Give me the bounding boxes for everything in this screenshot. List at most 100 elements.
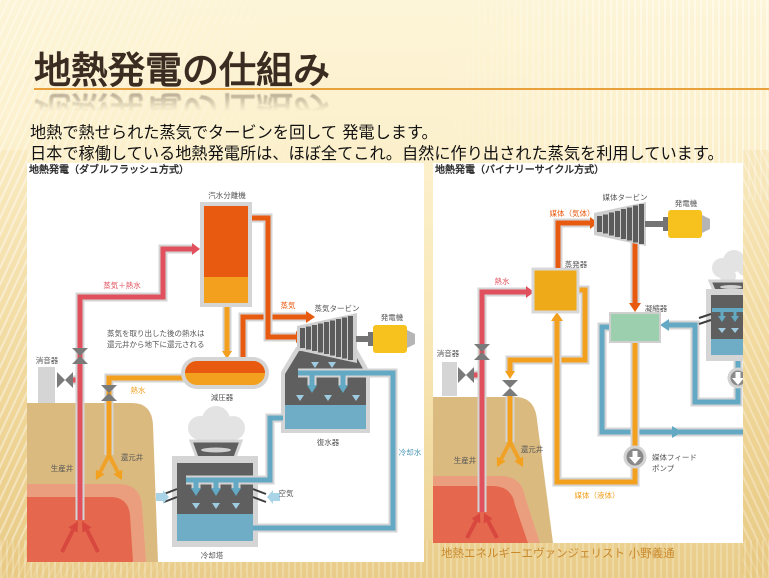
tower-water bbox=[711, 339, 743, 355]
silencer bbox=[38, 367, 80, 403]
arrow-head-icon bbox=[731, 316, 739, 322]
valve-half bbox=[502, 380, 518, 388]
arrow-head-icon bbox=[672, 426, 682, 438]
mist-arrow-icon bbox=[192, 503, 200, 509]
silencer-body bbox=[442, 362, 457, 396]
label-production-well: 生産井 bbox=[51, 463, 74, 473]
cooling-water-loop bbox=[186, 368, 398, 533]
slide-title: 地熱発電の仕組み bbox=[34, 49, 330, 92]
magma-reservoir bbox=[433, 486, 528, 543]
cooling-water-return-pipe bbox=[186, 415, 283, 483]
label-feed-pump: 媒体フィード bbox=[652, 452, 697, 462]
valve-half bbox=[72, 356, 88, 364]
arrow-head-icon bbox=[211, 488, 221, 496]
label-air: 空気 bbox=[279, 488, 294, 498]
double-flash-diagram: 汽水分離機 蒸気＋熱水 蒸気 蒸気タービン 発電機 蒸気を取り出した後の熱水は … bbox=[27, 190, 422, 562]
diagram-title: 地熱発電（ダブルフラッシュ方式） bbox=[29, 165, 189, 176]
exhaust-arrow-icon bbox=[311, 362, 319, 368]
generator-flange bbox=[663, 217, 668, 231]
mist-arrow-icon bbox=[212, 503, 220, 509]
label-hot-water: 熱水 bbox=[131, 385, 146, 395]
arrow-head-icon bbox=[192, 243, 200, 255]
valve-half bbox=[474, 352, 490, 360]
turbine-blade bbox=[627, 207, 632, 241]
label-flash-tank: 減圧器 bbox=[211, 392, 234, 402]
arrow-head-icon bbox=[191, 488, 201, 496]
valve-icon bbox=[57, 372, 73, 388]
label-silencer: 消音器 bbox=[36, 355, 59, 365]
label-generator: 発電機 bbox=[675, 198, 698, 208]
arrow-head-icon bbox=[514, 456, 524, 467]
cooling-water-supply-pipe bbox=[669, 322, 741, 405]
diagram-labels: 汽水分離機 蒸気＋熱水 蒸気 蒸気タービン 発電機 蒸気を取り出した後の熱水は … bbox=[36, 190, 422, 560]
condenser-water bbox=[285, 405, 366, 429]
arrow-head-icon bbox=[82, 521, 92, 533]
arrow-head-icon bbox=[307, 385, 317, 393]
turbine-blade bbox=[609, 212, 614, 236]
mist-arrow-icon bbox=[296, 395, 304, 401]
turbine-blade bbox=[330, 320, 335, 356]
turbine-blade bbox=[348, 316, 353, 360]
pump-arrow-icon bbox=[732, 372, 743, 385]
heat-arrow-shaft bbox=[465, 520, 478, 539]
title-underline bbox=[34, 88, 769, 90]
generator-body bbox=[668, 210, 702, 238]
flash-steam-pipe bbox=[238, 311, 315, 357]
turbine-exhaust-pipe bbox=[629, 242, 641, 312]
reinjection-arrow-shaft bbox=[98, 454, 111, 473]
label-steam-water: 蒸気＋熱水 bbox=[103, 280, 141, 290]
arrow-head-icon bbox=[483, 513, 493, 524]
arrow-head-icon bbox=[306, 311, 315, 323]
label-medium-turbine: 媒体タービン bbox=[603, 192, 648, 202]
exhaust-arrow-icon bbox=[328, 362, 336, 368]
turbine-blade bbox=[603, 214, 608, 234]
flash-tank bbox=[181, 357, 269, 389]
tower-water bbox=[177, 514, 253, 541]
valve-half bbox=[72, 348, 88, 356]
liquid-medium-pipe bbox=[551, 312, 640, 487]
reinjection-pipe bbox=[95, 373, 186, 480]
condenser-interior bbox=[285, 351, 366, 405]
pipe-casing bbox=[552, 321, 640, 487]
generator-flange bbox=[368, 332, 373, 346]
steam-water-pipe bbox=[77, 246, 192, 520]
turbine-blade bbox=[318, 323, 323, 353]
evaporator bbox=[531, 267, 580, 314]
label-production-well: 生産井 bbox=[454, 455, 477, 465]
fan-icon bbox=[201, 447, 231, 453]
steam-pipe bbox=[252, 215, 296, 340]
louver bbox=[698, 313, 712, 319]
underground-cross-section bbox=[433, 397, 553, 543]
label-hot-water: 熱水 bbox=[495, 276, 510, 286]
label-steam-turbine: 蒸気タービン bbox=[315, 303, 360, 313]
valve-icon bbox=[72, 348, 88, 364]
turbine-blade bbox=[615, 211, 620, 237]
arrow-head-icon bbox=[68, 521, 78, 533]
cooling-water-pump-icon bbox=[727, 367, 743, 389]
reinjection-arrow-shaft bbox=[499, 441, 512, 460]
production-well-pipe bbox=[72, 243, 200, 520]
background-margin-left bbox=[0, 150, 27, 578]
pump-arrow-icon bbox=[629, 451, 641, 464]
valve-half bbox=[101, 393, 117, 401]
generator bbox=[645, 210, 710, 238]
label-condenser: 復水器 bbox=[317, 437, 340, 447]
hot-water-pipe bbox=[507, 287, 588, 372]
valve-half bbox=[458, 367, 466, 383]
valve-half bbox=[57, 372, 65, 388]
mist-arrow-icon bbox=[731, 328, 739, 333]
medium-gas-pipe bbox=[555, 220, 590, 268]
fan-icon bbox=[720, 285, 742, 289]
label-steam: 蒸気 bbox=[281, 300, 296, 310]
arrow-head-icon bbox=[222, 351, 232, 359]
heat-arrow-shaft bbox=[85, 529, 100, 553]
steam-turbine bbox=[297, 313, 357, 363]
arrow-head-icon bbox=[231, 488, 241, 496]
arrow-head-icon bbox=[505, 371, 515, 379]
arrow-head-icon bbox=[95, 469, 105, 480]
diagram-title: 地熱発電（バイナリーサイクル方式） bbox=[435, 165, 605, 176]
generator-shaft bbox=[356, 336, 368, 342]
evaporator-body bbox=[531, 267, 580, 314]
cooling-tower bbox=[698, 250, 743, 361]
